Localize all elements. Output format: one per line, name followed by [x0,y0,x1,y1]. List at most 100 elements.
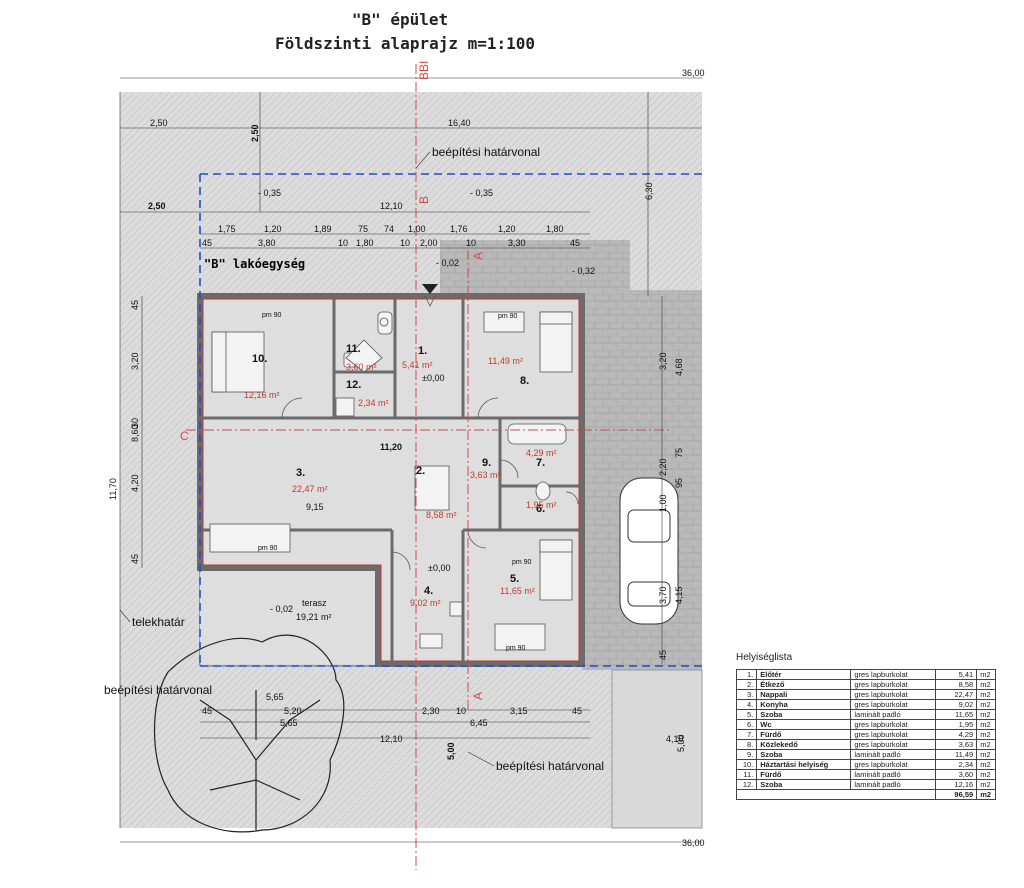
room-list-cell-area: 2,34 [935,759,978,770]
room-list-cell-area: 1,95 [935,719,978,730]
dim-living-width: 9,15 [306,502,324,512]
dim-row1-item: 1,20 [264,224,282,234]
axis-label-b: B [417,196,431,204]
room-list-cell-n: 5. [735,709,758,720]
window-tag: pm 90 [498,313,518,320]
dim-row2-item: 45 [202,238,212,248]
level-marker: - 0,35 [258,188,281,198]
dim-row1-item: 75 [358,224,368,234]
room-number: 9. [482,457,491,469]
window-tag: pm 90 [506,645,526,652]
room-labels: 1. 5,41 m² 2. 8,58 m² 3. 22,47 m² 4. 9,0… [244,343,557,608]
dim-mid-width: 11,20 [380,442,402,452]
entrance-arrow [422,284,438,294]
room-area: 22,47 m² [292,484,328,494]
window-tag: pm 90 [512,559,532,566]
dim-row1: 1,75 1,20 1,89 75 74 1,00 1,76 1,20 1,80 [218,224,564,234]
dimension-lines [119,77,702,843]
dim-left-outer: 11,70 [108,478,118,500]
building-line-label-left: beépítési határvonal [104,683,212,697]
room-list-cell-unit: m2 [976,669,996,680]
dim-bottom-item: 45 [202,706,212,716]
dim-row2-item: 3,80 [258,238,276,248]
room-list-cell-n: 1. [735,669,758,680]
window-tag: pm 90 [262,312,282,319]
wall-outline-red [202,298,580,662]
room-list-cell-area: 11,65 [935,709,978,720]
room-list-cell-area: 3,63 [935,739,978,750]
dim-bottom-item: 10 [456,706,466,716]
legend-title: Helyiséglista [736,652,793,663]
dim-gable-width: 12,10 [380,201,403,211]
room-list-cell-name: Háztartási helyiség [756,759,852,770]
room-list-cell-name: Nappali [756,689,852,700]
dim-right-part: 45 [658,650,668,660]
dim-row2-item: 10 [338,238,348,248]
room-list-cell-area: 11,49 [935,749,978,760]
dim-bottom-item: 5,65 [266,692,284,702]
dim-right-strip: 6,30 [644,182,654,200]
level-marker: - 0,32 [572,266,595,276]
car-symbol [619,477,679,625]
room-list-cell-unit: m2 [976,759,996,770]
dim-overall-width: 36,00 [682,68,705,78]
room-list-cell-n: 8. [735,739,758,750]
room-area: 11,49 m² [488,356,523,366]
plot-line-label: telekhatár [132,615,185,629]
room-list-cell-unit: m2 [976,709,996,720]
drawing-title: "B" épület [351,10,449,29]
terrace-area: 19,21 m² [296,612,332,622]
room-list-cell-floor: laminált padló [850,709,937,720]
axis-lines [186,64,670,870]
room-area: 5,41 m² [402,360,433,370]
room-list-cell-floor: gres lapburkolat [850,759,937,770]
axis-label-a-bottom: A [471,692,485,700]
building-line-dashes [199,173,702,667]
dim-bottom-item: 6,45 [470,718,488,728]
room-list-cell-name: Étkező [756,679,852,690]
room-number: 5. [510,573,519,585]
room-number: 12. [346,379,361,391]
dim-overall-width-bottom: 36,00 [682,838,705,848]
dim-bottom-item: 45 [572,706,582,716]
dim-right-part: 1,00 [658,494,668,512]
room-list-cell-unit: m2 [976,689,996,700]
room-list-cell-n: 11. [735,769,758,780]
level-marker: - 0,02 [270,604,293,614]
room-list-cell-floor: gres lapburkolat [850,729,937,740]
room-number: 11. [346,343,361,355]
room-list-cell-n: 6. [735,719,758,730]
room-area: 3,60 m² [346,362,377,372]
level-marker: ±0,00 [428,563,450,573]
drawing-subtitle: Földszinti alaprajz m=1:100 [274,34,536,53]
dim-row1-item: 74 [384,224,394,234]
room-list-cell-area: 3,60 [935,769,978,780]
dim-row2-item: 2,00 [420,238,438,248]
dim-bottom-item: 2,30 [422,706,440,716]
room-list-cell-name: Közlekedő [756,739,852,750]
dim-left-parts: 45 3,20 30 4,20 45 [130,300,140,564]
room-number: 7. [536,457,545,469]
dim-row2-item: 10 [400,238,410,248]
room-list-cell-name: Szoba [756,749,852,760]
room-number: 1. [418,345,427,357]
room-list-cell-unit: m2 [976,679,996,690]
room-area: 12,16 m² [244,390,280,400]
room-list-cell-floor: gres lapburkolat [850,719,937,730]
dim-row1-item: 1,89 [314,224,332,234]
unit-label: "B" lakóegység [204,257,305,271]
room-list-cell-unit: m2 [976,769,996,780]
room-area: 9,02 m² [410,598,441,608]
room-list-cell-name: Konyha [756,699,852,710]
leader-lines [119,151,495,767]
room-list-cell-unit: m2 [976,749,996,760]
dim-vertical-top: 2,50 [250,124,260,142]
dim-row1-item: 1,75 [218,224,236,234]
level-marker: - 0,35 [470,188,493,198]
